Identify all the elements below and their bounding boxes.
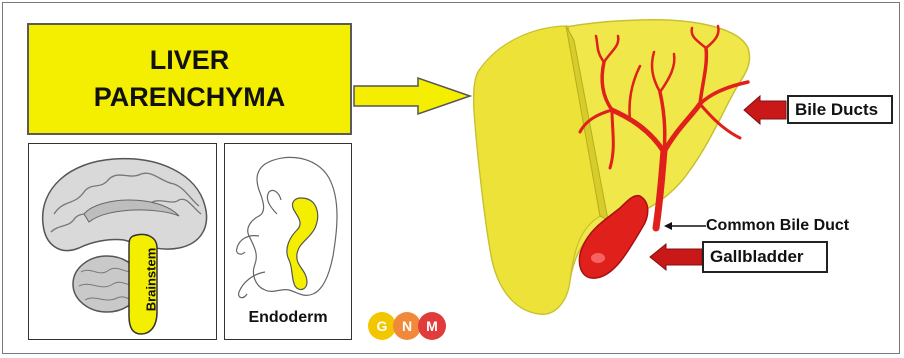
common-bile-duct-label: Common Bile Duct bbox=[706, 217, 849, 235]
gallbladder-arrow bbox=[650, 244, 702, 270]
yellow-arrow bbox=[354, 78, 470, 114]
bile-ducts-label: Bile Ducts bbox=[787, 95, 893, 124]
bile-ducts-arrow bbox=[744, 96, 786, 124]
gallbladder-label: Gallbladder bbox=[702, 241, 828, 273]
common-bile-duct-arrow bbox=[664, 222, 672, 230]
